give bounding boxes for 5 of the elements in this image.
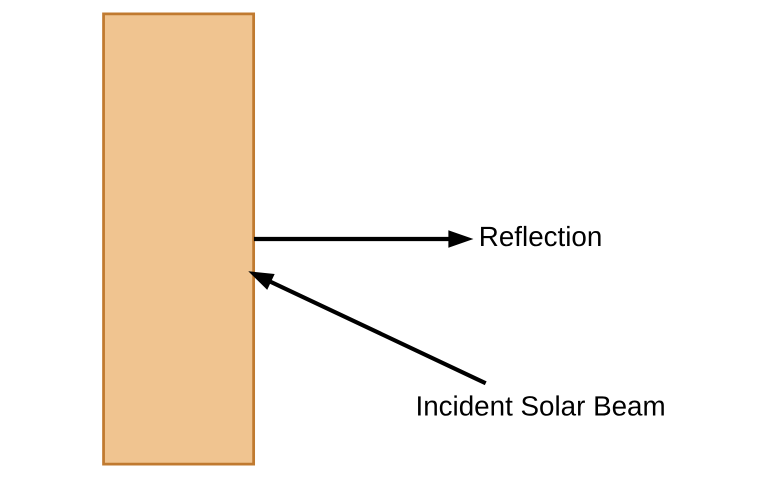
arrow (254, 230, 474, 248)
node-text: Reflection (478, 220, 602, 252)
node-box (102, 12, 256, 466)
arrow (248, 271, 487, 386)
node-text: Incident Solar Beam (415, 390, 666, 422)
